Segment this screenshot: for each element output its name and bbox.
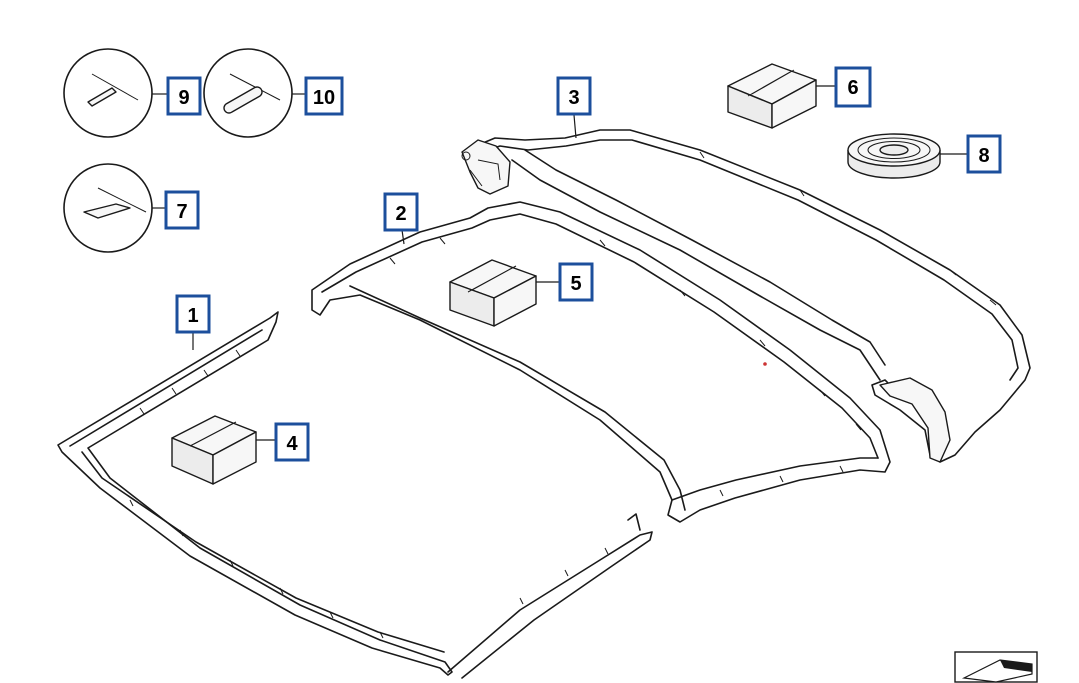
- part-label-10-text: 10: [313, 87, 335, 109]
- part-label-1-text: 1: [187, 305, 198, 327]
- part-label-2[interactable]: 2: [383, 192, 419, 232]
- diagram-nav-arrow-icon[interactable]: [954, 651, 1038, 683]
- marker-dot: [763, 362, 767, 366]
- part-label-2-text: 2: [395, 203, 406, 225]
- part-label-5-text: 5: [570, 273, 581, 295]
- frame-section-3: [461, 129, 1031, 463]
- part-label-4-text: 4: [286, 433, 298, 455]
- tape-roll-8: [847, 133, 941, 179]
- leader-lines: [152, 85, 968, 441]
- kit-box-5: [449, 259, 537, 327]
- detail-circle-9: [63, 48, 153, 138]
- frame-section-1: [57, 311, 653, 679]
- part-label-8-text: 8: [978, 145, 989, 167]
- part-label-5[interactable]: 5: [558, 262, 594, 302]
- part-label-9[interactable]: 9: [166, 76, 202, 116]
- part-label-3[interactable]: 3: [556, 76, 592, 116]
- detail-circle-10: [203, 48, 293, 138]
- part-label-6[interactable]: 6: [834, 66, 872, 108]
- part-label-7-text: 7: [176, 201, 187, 223]
- part-label-4[interactable]: 4: [274, 422, 310, 462]
- part-label-1[interactable]: 1: [175, 294, 211, 334]
- kit-box-4: [171, 415, 257, 485]
- part-label-6-text: 6: [847, 77, 858, 99]
- part-label-3-text: 3: [568, 87, 579, 109]
- part-label-8[interactable]: 8: [966, 134, 1002, 174]
- detail-circle-7: [63, 163, 153, 253]
- part-label-10[interactable]: 10: [304, 76, 344, 116]
- part-label-9-text: 9: [178, 87, 189, 109]
- kit-box-6: [727, 63, 817, 129]
- part-label-7[interactable]: 7: [164, 190, 200, 230]
- frame-section-2: [311, 201, 891, 523]
